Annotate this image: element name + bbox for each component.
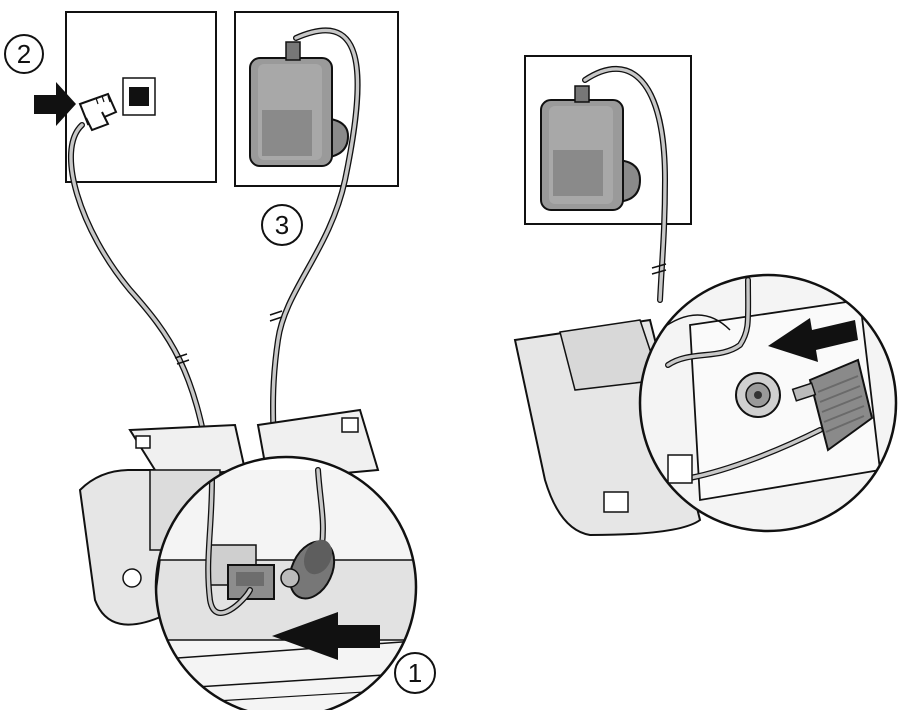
magnified-detail-right — [640, 275, 900, 535]
phone-jack-icon — [123, 78, 155, 115]
step-badge-1: 1 — [395, 653, 435, 693]
step-number-2: 2 — [17, 39, 31, 69]
step-number-1: 1 — [408, 658, 422, 688]
step-badge-3: 3 — [262, 205, 302, 245]
dc-socket — [736, 373, 780, 417]
phone-wall-plate — [66, 12, 216, 182]
step-badge-2: 2 — [5, 35, 43, 73]
step-number-3: 3 — [275, 210, 289, 240]
